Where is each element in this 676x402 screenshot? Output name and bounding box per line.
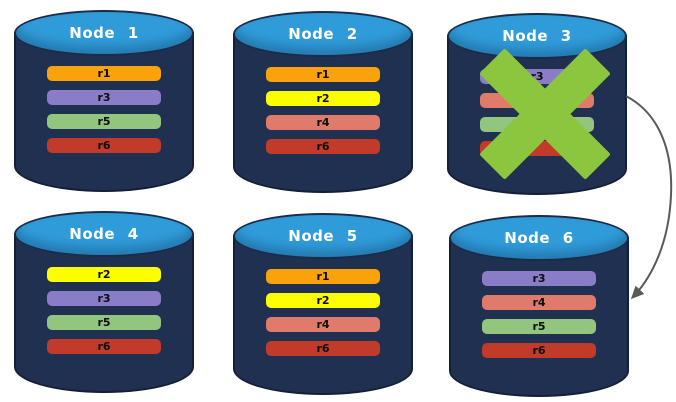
replica-bar: r6 bbox=[482, 343, 596, 358]
replica-bar: r3 bbox=[480, 69, 594, 84]
replica-bar: r6 bbox=[266, 139, 380, 154]
replica-bar: r2 bbox=[266, 91, 380, 106]
node-2-cylinder-top: Node 2 bbox=[233, 11, 413, 57]
node-1-cylinder-body bbox=[14, 32, 194, 192]
node-6-cylinder-top: Node 6 bbox=[449, 215, 629, 261]
replica-bar: r6 bbox=[47, 339, 161, 354]
node-6-replica-list: r3 r4 r5 r6 bbox=[482, 271, 596, 358]
node-3-cylinder-top: Node 3 bbox=[447, 13, 627, 59]
node-2-cylinder-body bbox=[233, 33, 413, 193]
replica-bar: r1 bbox=[266, 269, 380, 284]
node-1-title: Node 1 bbox=[69, 24, 139, 42]
node-6: r3 r4 r5 r6 Node 6 bbox=[449, 215, 629, 397]
replica-bar: r5 bbox=[482, 319, 596, 334]
replica-bar: r3 bbox=[47, 291, 161, 306]
replica-bar: r2 bbox=[266, 293, 380, 308]
replica-bar: r3 bbox=[482, 271, 596, 286]
node-2: r1 r2 r4 r6 Node 2 bbox=[233, 11, 413, 193]
node-3-replica-list: r3 bbox=[480, 69, 594, 156]
replica-bar: r6 bbox=[266, 341, 380, 356]
replica-bar: r4 bbox=[482, 295, 596, 310]
node-4-replica-list: r2 r3 r5 r6 bbox=[47, 267, 161, 354]
replica-bar: r5 bbox=[47, 315, 161, 330]
node-4: r2 r3 r5 r6 Node 4 bbox=[14, 211, 194, 393]
node-3: r3 Node 3 bbox=[447, 13, 627, 195]
node-5-cylinder-body bbox=[233, 235, 413, 395]
replica-bar: r5 bbox=[47, 114, 161, 129]
replica-bar bbox=[480, 93, 594, 108]
replica-bar: r2 bbox=[47, 267, 161, 282]
node-6-cylinder-body bbox=[449, 237, 629, 397]
failover-arrow-path bbox=[625, 95, 673, 300]
node-3-title: Node 3 bbox=[502, 27, 572, 45]
node-1-cylinder-top: Node 1 bbox=[14, 10, 194, 56]
node-5: r1 r2 r4 r6 Node 5 bbox=[233, 213, 413, 395]
replica-bar: r6 bbox=[47, 138, 161, 153]
node-4-title: Node 4 bbox=[69, 225, 139, 243]
node-1: r1 r3 r5 r6 Node 1 bbox=[14, 10, 194, 192]
node-1-replica-list: r1 r3 r5 r6 bbox=[47, 66, 161, 153]
node-5-replica-list: r1 r2 r4 r6 bbox=[266, 269, 380, 356]
node-4-cylinder-top: Node 4 bbox=[14, 211, 194, 257]
replica-bar bbox=[480, 141, 594, 156]
replica-bar: r3 bbox=[47, 90, 161, 105]
node-6-title: Node 6 bbox=[504, 229, 574, 247]
node-4-cylinder-body bbox=[14, 233, 194, 393]
node-5-title: Node 5 bbox=[288, 227, 358, 245]
replica-bar: r1 bbox=[266, 67, 380, 82]
replica-bar: r4 bbox=[266, 115, 380, 130]
node-2-replica-list: r1 r2 r4 r6 bbox=[266, 67, 380, 154]
replica-bar bbox=[480, 117, 594, 132]
replica-bar: r1 bbox=[47, 66, 161, 81]
node-2-title: Node 2 bbox=[288, 25, 358, 43]
node-5-cylinder-top: Node 5 bbox=[233, 213, 413, 259]
replica-bar: r4 bbox=[266, 317, 380, 332]
